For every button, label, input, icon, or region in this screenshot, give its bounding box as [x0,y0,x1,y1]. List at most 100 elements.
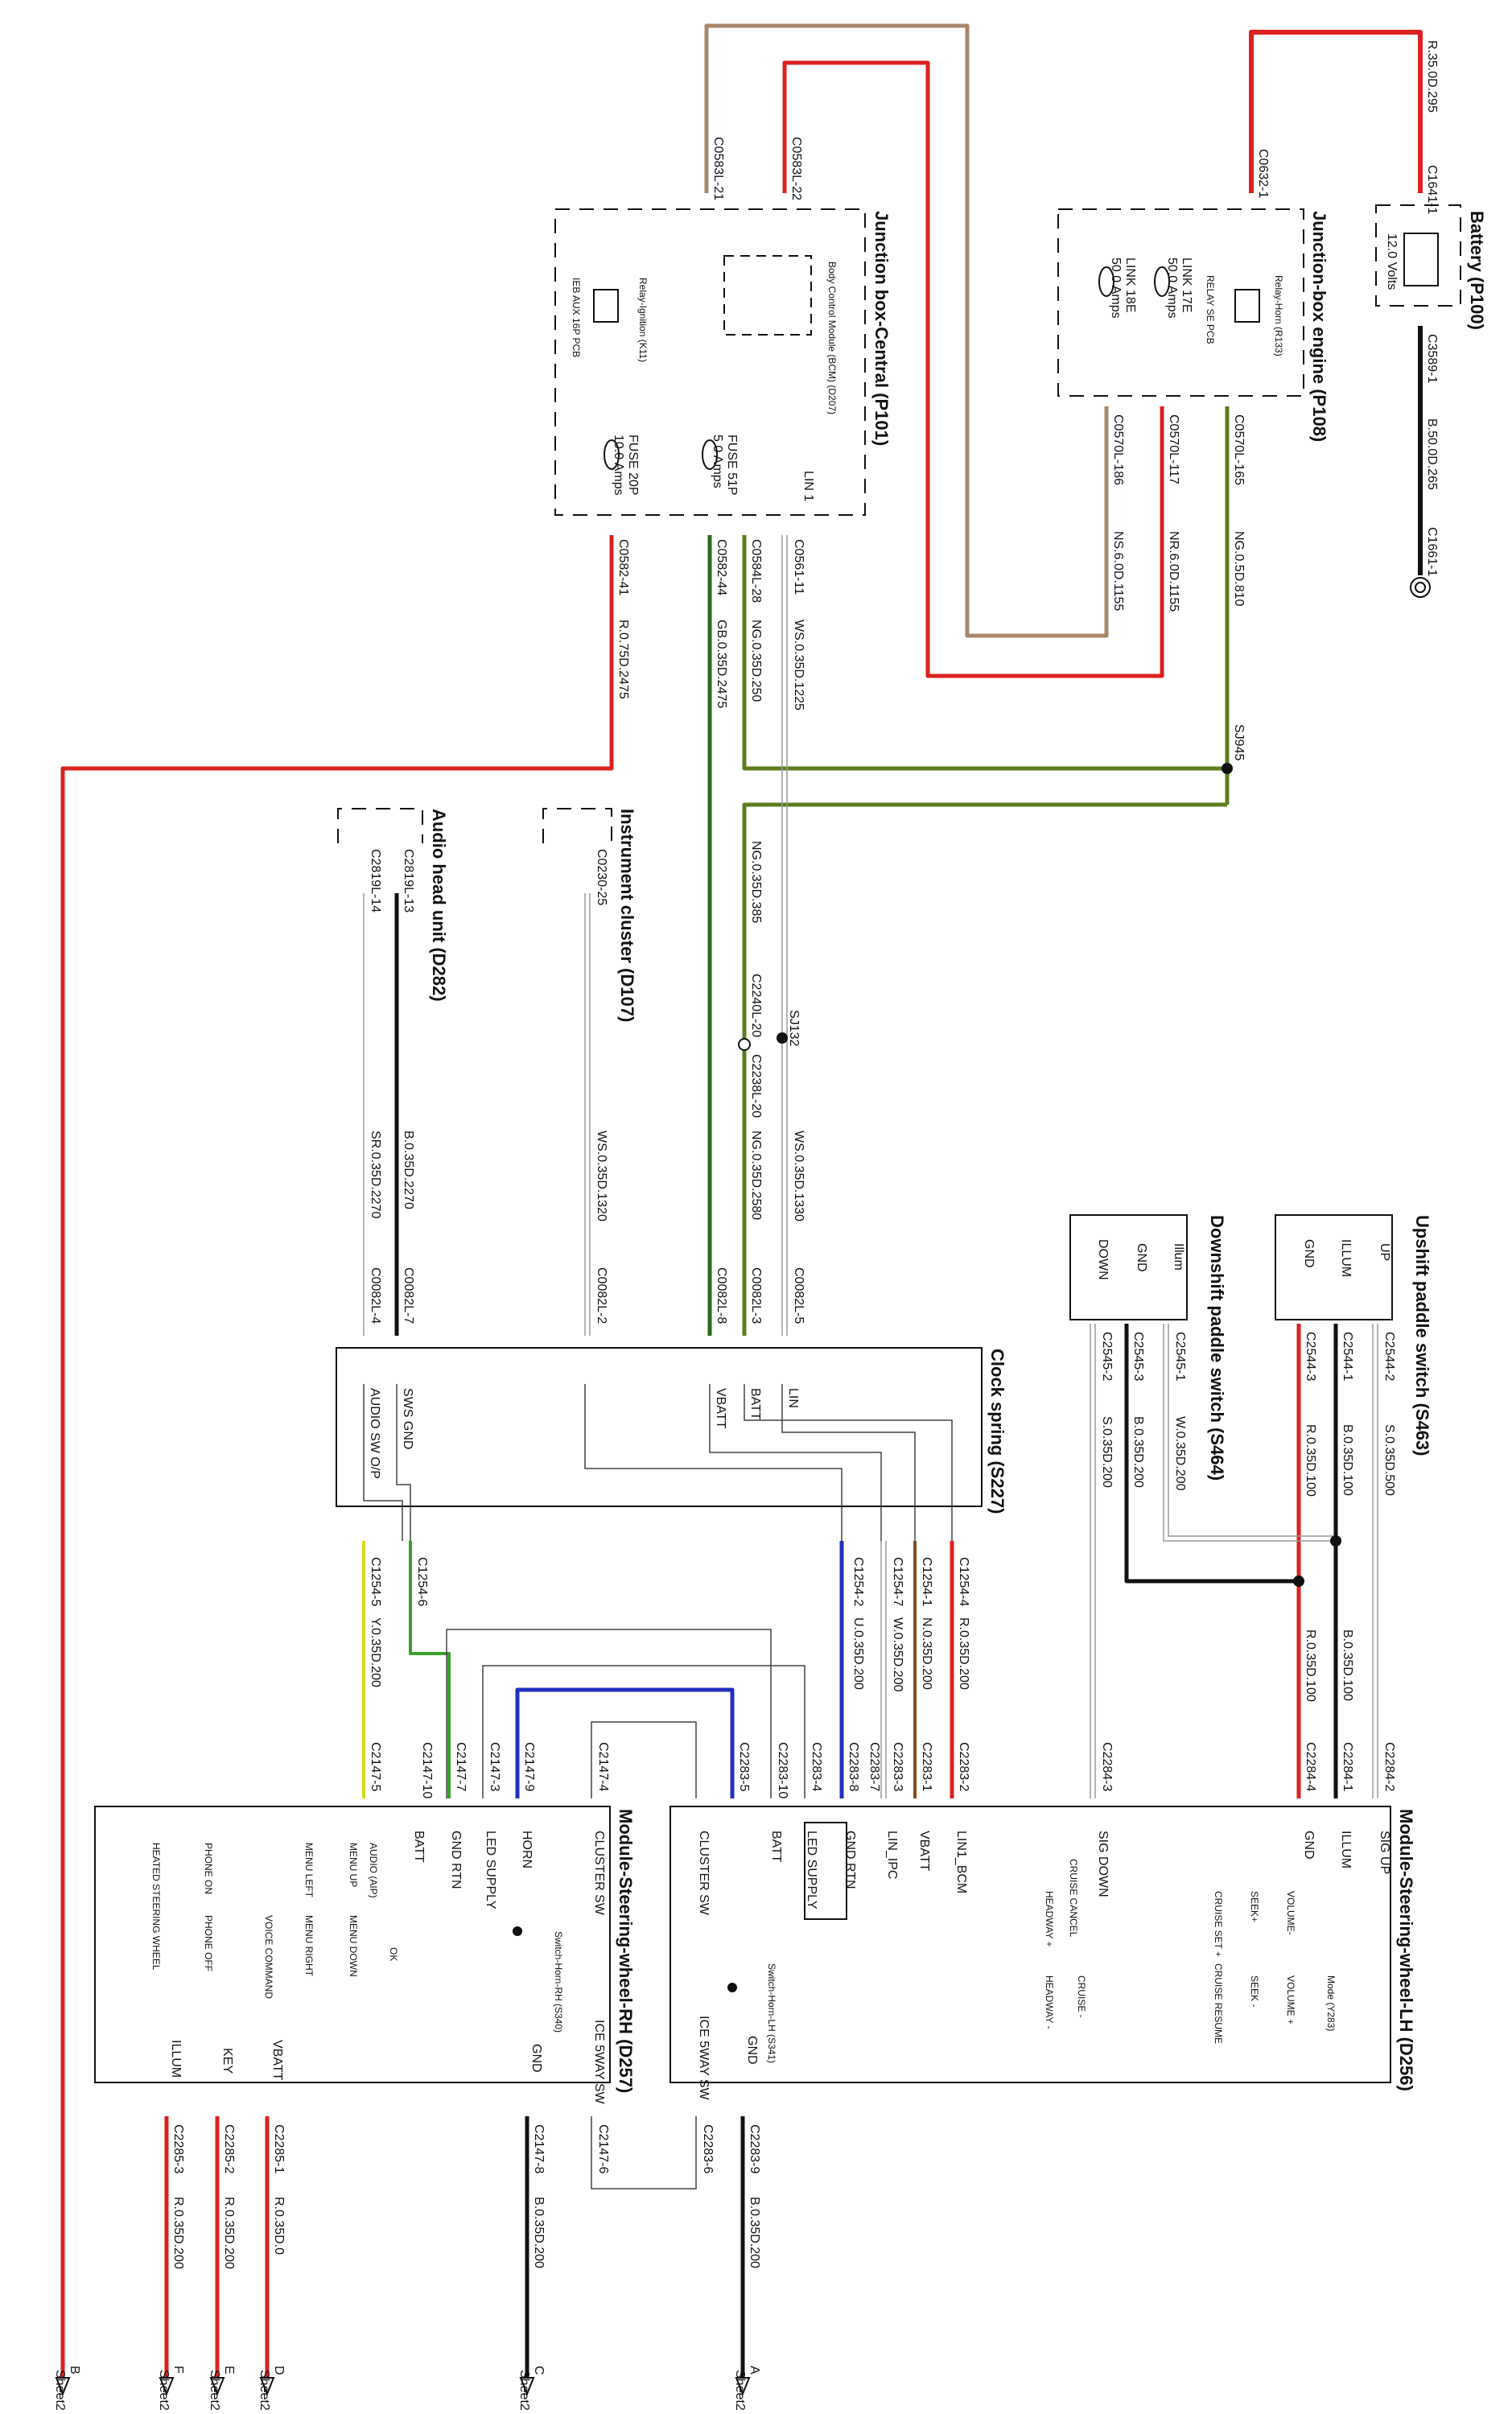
conn-c3589: C3589-1 [1425,334,1439,383]
sheet-ref-e-sheet[interactable]: Sheet2 [208,2370,221,2411]
audio-box[interactable] [337,808,423,843]
conn-c2283-2: C2283-2 [957,1742,970,1791]
link-17e-icon [1154,266,1170,297]
sheet-ref-a[interactable]: A [748,2366,761,2375]
battery-title: Battery (P100) [1467,211,1487,330]
wire-label-nr6: NR.6.0D.1155 [1167,531,1180,612]
wire-label-ws1320: WS.0.35D.1320 [595,1131,608,1221]
arrow-d-icon[interactable] [259,2377,275,2396]
sheet-ref-c-sheet[interactable]: Sheet2 [517,2370,531,2411]
wire-label-w200b: W.0.35D.200 [891,1617,904,1692]
wire-downshift-illum-b [1168,1324,1336,1537]
sheet-ref-c[interactable]: C [532,2366,546,2375]
rh-pin-ice: ICE 5WAY SW [592,2020,606,2105]
upshift-box[interactable] [1275,1214,1393,1320]
arrow-f-icon[interactable] [159,2377,175,2396]
lh-pin-gnd2: GND [745,2036,759,2065]
lh-pin-illum: ILLUM [1339,1831,1353,1868]
rh-horn-label: Switch-Horn-RH (S340) [553,1931,564,2033]
conn-c0583-22: C0583L-22 [789,137,803,200]
lh-module-box[interactable] [669,1806,1391,2083]
sheet-ref-b-sheet[interactable]: Sheet2 [53,2370,67,2411]
wire-label-b100: B.0.35D.100 [1341,1424,1354,1496]
arrow-a-icon[interactable] [735,2377,751,2396]
sheet-ref-b[interactable]: B [68,2366,81,2375]
junction-upshift-illum [1330,1535,1341,1547]
arrow-e-icon[interactable] [209,2377,225,2396]
wire-label-b200: B.0.35D.200 [1131,1416,1145,1488]
sheet-ref-a-sheet[interactable]: Sheet2 [733,2370,747,2411]
conn-c2545-2: C2545-2 [1100,1332,1114,1381]
sheet-ref-e[interactable]: E [222,2366,236,2375]
arrow-c-icon[interactable] [519,2377,535,2396]
cs-internal-1 [781,1384,916,1541]
lh-sw-volminus: VOLUME- [1285,1891,1296,1935]
arrow-b-icon[interactable] [55,2377,71,2396]
sheet-ref-d[interactable]: D [272,2366,286,2375]
lh-pin-batt: BATT [769,1831,783,1863]
downshift-pin-down: DOWN [1096,1239,1110,1280]
rh-pin-clustersw: CLUSTER SW [592,1831,606,1916]
cs-internal-3 [709,1384,882,1541]
cs-pin-swsgnd: SWS GND [401,1388,414,1449]
connector-c2240 [738,1038,751,1051]
ground-symbol-icon [1410,577,1431,598]
wire-label-ws1225: WS.0.35D.1225 [792,620,805,711]
conn-c0082-3: C0082L-3 [749,1267,763,1324]
wire-sheet-b [60,535,614,2378]
connector-c2240-pin [738,1038,751,1051]
link-18e-icon [1098,266,1114,297]
cs-internal-5 [396,1384,411,1541]
jb-engine-box[interactable] [1057,208,1304,397]
cs-pin-audio: AUDIO SW O/P [368,1388,381,1479]
junction-upshift-gnd [1293,1576,1304,1587]
conn-c2544-1: C2544-1 [1341,1332,1354,1381]
wire-layer [60,23,1423,2378]
cluster-box[interactable] [542,808,612,843]
rh-sw-audio: AUDIO (AIP) [368,1843,379,1898]
conn-c0082-7: C0082L-7 [402,1267,415,1324]
conn-c1254-7: C1254-7 [891,1557,904,1606]
fuse51-amps: 5.0 Amps [711,435,724,488]
conn-c2238: C2238L-20 [749,1054,763,1118]
conn-c0082-2: C0082L-2 [595,1267,608,1324]
wire-rh-horn [515,1687,735,1798]
battery-box[interactable] [1375,204,1461,307]
sheet-ref-f[interactable]: F [171,2366,185,2374]
conn-c2147-5: C2147-5 [369,1742,382,1791]
rh-sw-menuup: MENU UP [348,1843,359,1887]
wire-label-ns6: NS.6.0D.1155 [1111,531,1125,611]
lh-sw-cruiseminus: CRUISE - [1076,1975,1087,2018]
wire-cs-cluster [591,1721,697,1798]
horn-relay-pcb: RELAY SE PCB [1205,275,1216,344]
wire-label-b2270: B.0.35D.2270 [402,1131,415,1209]
wire-label-s500: S.0.35D.500 [1382,1424,1396,1496]
jb-central-box[interactable] [554,208,866,516]
downshift-box[interactable] [1069,1214,1188,1320]
conn-c0570-165: C0570L-165 [1232,414,1246,485]
rh-pin-gnd: GND [529,2044,543,2073]
upshift-pin-illum: ILLUM [1339,1239,1353,1277]
conn-c2544-2: C2544-2 [1382,1332,1396,1381]
lh-sw-headwayplus: HEADWAY + [1044,1891,1055,1946]
wire-downshift-illum [1163,1324,1336,1542]
component-boxes [94,204,1461,2083]
sheet-ref-d-sheet[interactable]: Sheet2 [257,2370,271,2411]
cs-internal-4 [584,1384,843,1541]
wire-battery-positive [1249,30,1423,193]
conn-c1254-5: C1254-5 [369,1557,382,1606]
conn-c0570-186: C0570L-186 [1111,414,1125,485]
lh-pin-vbatt: VBATT [917,1831,931,1872]
conn-c2819-14: C2819L-14 [369,849,382,912]
wire-label-w200: W.0.35D.200 [1173,1416,1187,1491]
wire-label-ng250: NG.0.35D.250 [749,620,763,702]
conn-c0082-4: C0082L-4 [369,1267,382,1324]
rh-pin-batt: BATT [412,1831,426,1863]
battery-volts: 12.0 Volts [1385,233,1399,290]
wire-label-ng2580: NG.0.35D.2580 [749,1131,763,1220]
clockspring-box[interactable] [336,1347,983,1507]
sheet-ref-f-sheet[interactable]: Sheet2 [157,2370,171,2411]
rh-module-box[interactable] [94,1806,611,2083]
conn-c2283-10: C2283-10 [776,1742,789,1798]
